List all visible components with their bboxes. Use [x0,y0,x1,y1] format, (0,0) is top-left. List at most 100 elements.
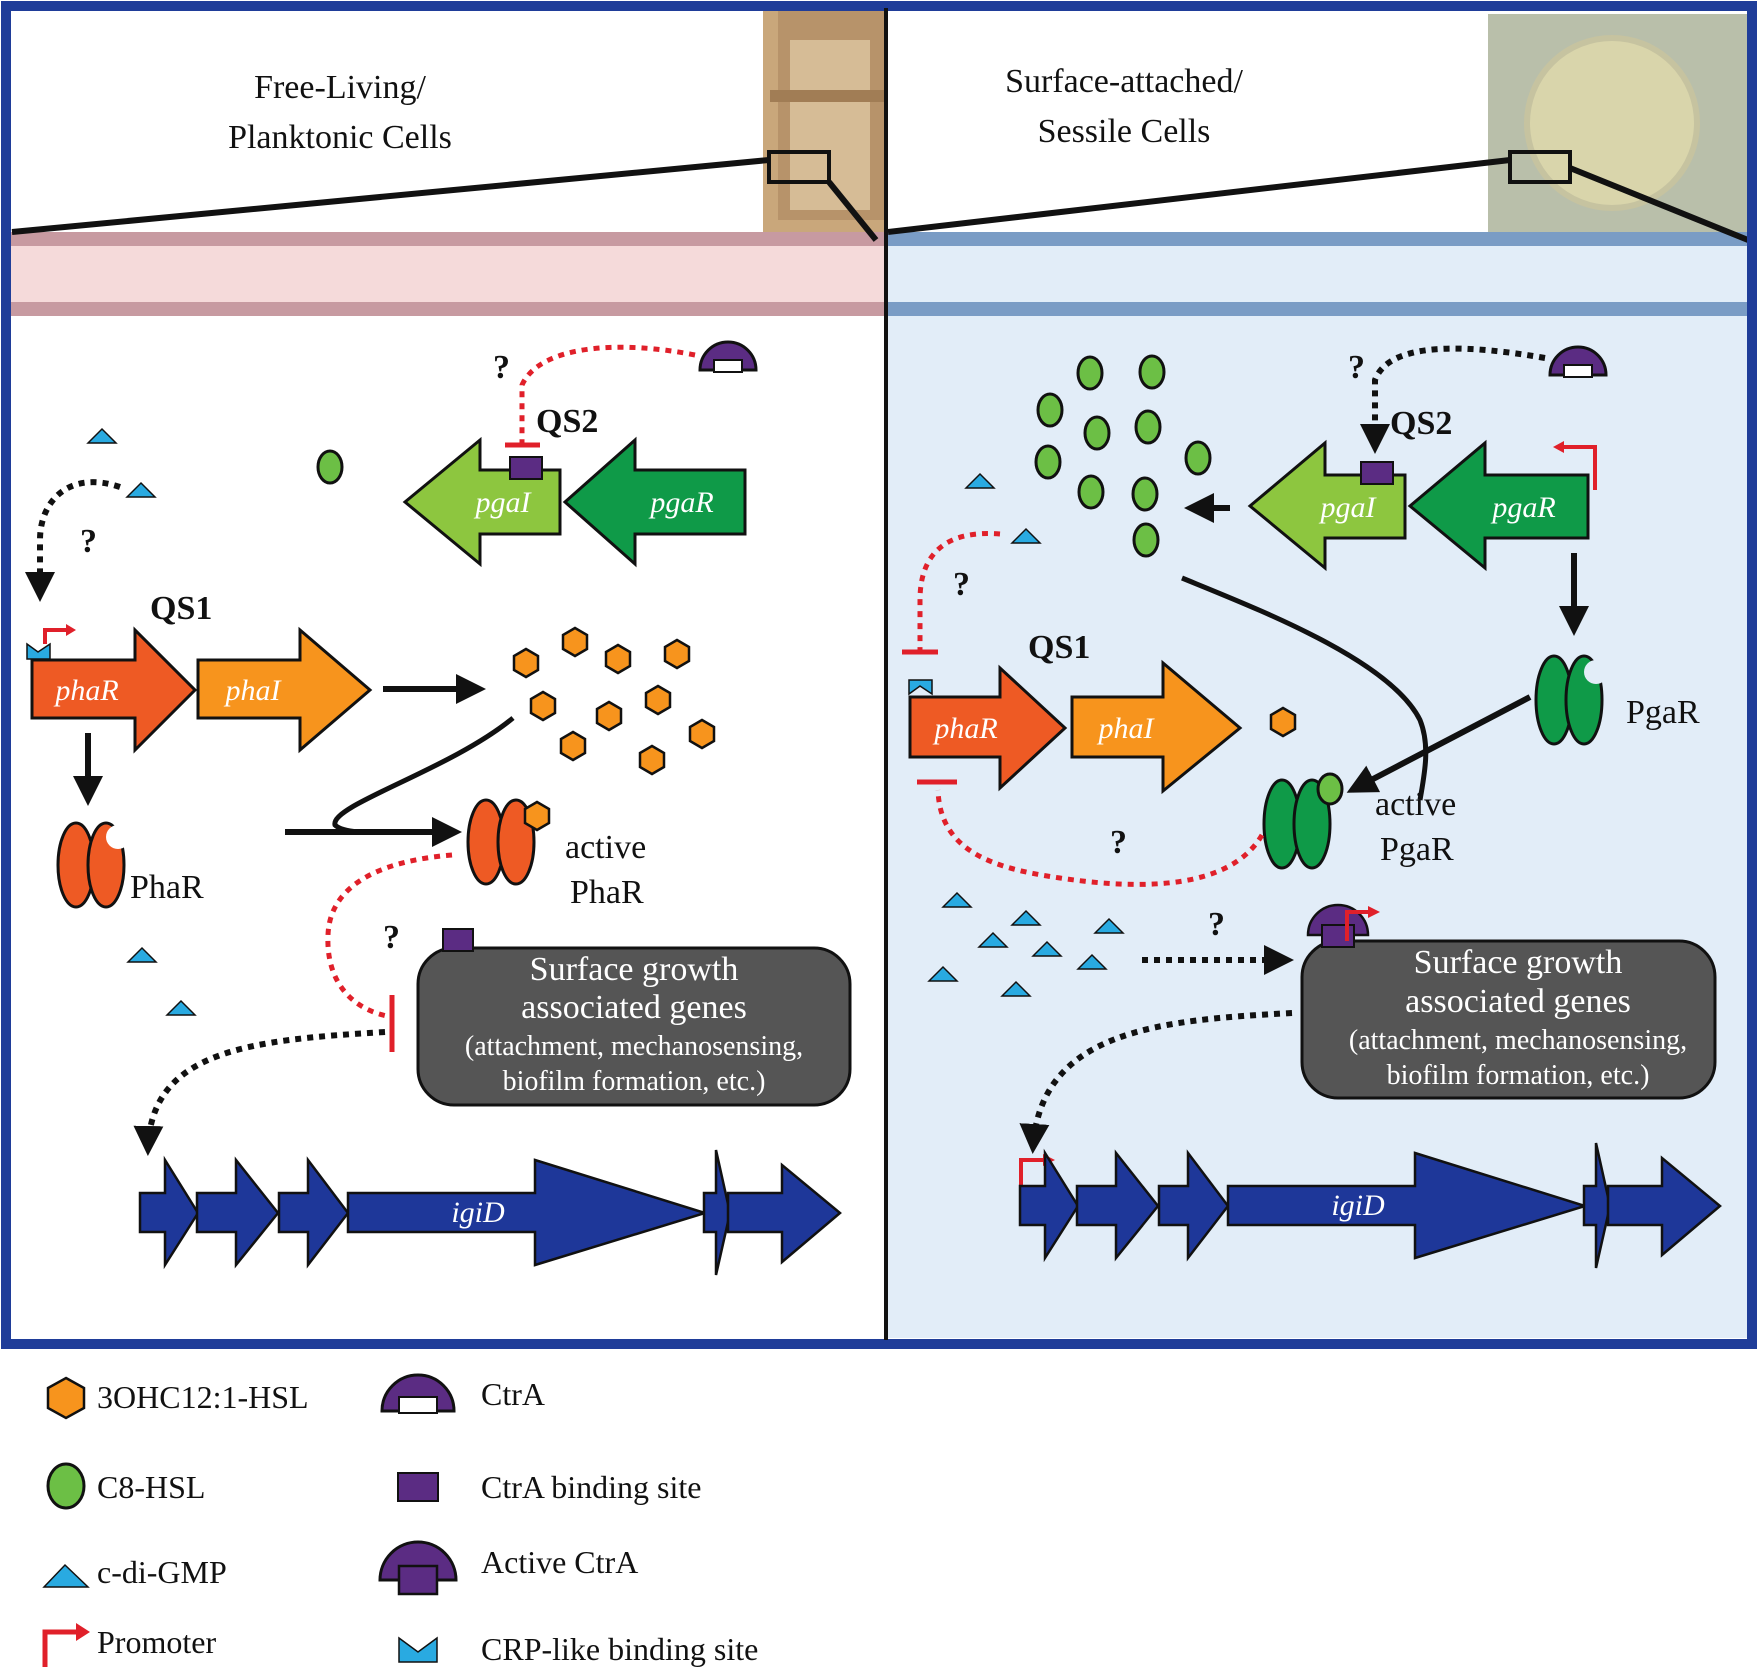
zoom-line [1568,165,1750,243]
operon-gene-arrow [1018,1148,1080,1263]
ctra-binding-site-icon [442,928,474,952]
c8-hsl-cluster [1034,354,1212,558]
hsl-molecule [1269,706,1297,738]
promoter-arrowhead [66,624,76,636]
phaR-gene-arrow [908,664,1068,792]
ctra-binding-site-icon [1360,461,1394,485]
promoter-arrow-icon [42,1629,78,1667]
hsl-molecule [561,626,589,658]
right-title-line1: Surface-attached/ [1005,63,1243,100]
box-line3: (attachment, mechanosensing, [465,1031,803,1062]
hsl-binding-curve [332,716,515,835]
c-di-gmp-icon [1076,953,1108,970]
c8-hsl-molecule [1077,474,1105,510]
ctra-binding-site-icon [1321,924,1355,948]
operon-gene-arrow [702,1149,732,1276]
hsl-molecule [644,684,672,716]
c8-hsl-molecule [1138,354,1166,390]
ctra-notch [398,1396,438,1414]
planktonic-culture-photo [763,10,886,232]
igiD-label: igiD [1331,1189,1385,1222]
c8-hsl-molecule [1076,355,1104,391]
phaI-gene-arrow [1070,659,1243,795]
legend-promoter: Promoter [97,1624,216,1660]
operon-gene-arrow [1075,1149,1160,1262]
active-pgaR-line1: active [1375,786,1456,823]
c-di-gmp-icon [964,472,996,489]
pgaR-protein-label: PgaR [1626,694,1700,731]
question-mark: ? [383,919,400,956]
c8-hsl-molecule [1134,409,1162,445]
c8-hsl-molecule [1131,476,1159,512]
c-di-gmp-icon [125,481,157,498]
zoom-line [826,180,879,242]
hsl-molecule [688,718,716,750]
c-di-gmp-icon [126,946,158,963]
phaR-protein-label: PhaR [130,869,204,906]
promoter-arrowhead [1368,906,1380,918]
phaR-protein-icon [56,821,130,909]
igiD-gene-arrow [346,1158,710,1267]
c-di-gmp-icon [1010,909,1042,926]
active-pgaR-line2: PgaR [1380,831,1454,868]
ctra-binding-site-icon [397,1472,439,1502]
phaI-label: phaI [224,674,283,707]
promoter-arrowhead [76,1623,90,1641]
pgaR-gene-arrow [562,436,747,568]
pgaR-inhibition-line [935,789,1265,887]
crp-binding-site-icon [26,642,51,660]
c8-hsl-molecule [1036,392,1064,428]
phaI-label: phaI [1097,712,1156,745]
question-mark: ? [1110,824,1127,861]
c-di-gmp-icon [86,427,118,444]
igiD-label: igiD [451,1196,505,1229]
c8-hsl-molecule [1083,415,1111,451]
pgaI-gene-arrow [1247,439,1407,572]
igiD-operon [138,1149,842,1276]
legend-active-ctra: Active CtrA [481,1544,638,1580]
hexagon-icon [46,1376,86,1420]
operon-gene-arrow [195,1156,280,1269]
c8-hsl-molecule [1184,440,1212,476]
phaI-gene-arrow [196,626,373,754]
ctra-activation-line [1360,345,1546,454]
c-di-gmp-icon [1000,980,1032,997]
legend-hsl3oh: 3OHC12:1-HSL [97,1379,309,1415]
phaR-label: phaR [53,674,118,707]
operon-gene-arrow [138,1155,200,1270]
crp-binding-site-icon [398,1636,438,1663]
legend-cdigmp: c-di-GMP [97,1554,227,1590]
hsl-molecule [604,643,632,675]
qs1-label: QS1 [150,590,212,627]
ctra-notch [713,359,743,373]
ctra-notch [1563,364,1593,378]
phaR-inhibition-line [325,852,453,1020]
box-line2: associated genes [1405,983,1631,1020]
legend-ctra: CtrA [481,1376,545,1412]
box-line2: associated genes [521,989,747,1026]
question-mark: ? [493,349,510,386]
box-line3: (attachment, mechanosensing, [1349,1025,1687,1056]
hsl-molecule [559,730,587,762]
figure-frame [1,1,1757,1349]
promoter-arrowhead [1553,441,1564,453]
box-line4: biofilm formation, etc.) [503,1066,766,1097]
cdigmp-inhibition-line [917,531,1001,650]
box-line1: Surface growth [530,951,739,988]
igiD-gene-arrow [1226,1151,1590,1260]
c-di-gmp-icon [977,931,1009,948]
question-mark: ? [1208,906,1225,943]
active-phaR-line2: PhaR [570,874,644,911]
operon-gene-arrow [726,1162,842,1265]
active-pgaR-icon [1262,772,1344,870]
hsl-molecule [663,638,691,670]
operon-gene-arrow [1582,1142,1612,1269]
phaR-label: phaR [932,712,997,745]
legend-c8: C8-HSL [97,1469,205,1505]
operon-gene-arrow [277,1156,350,1269]
promoter-arrow-icon [1562,445,1597,490]
cdigmp-regulation-arrow [25,479,121,602]
c8-hsl-molecule [1034,444,1062,480]
c-di-gmp-icon [1010,527,1042,544]
